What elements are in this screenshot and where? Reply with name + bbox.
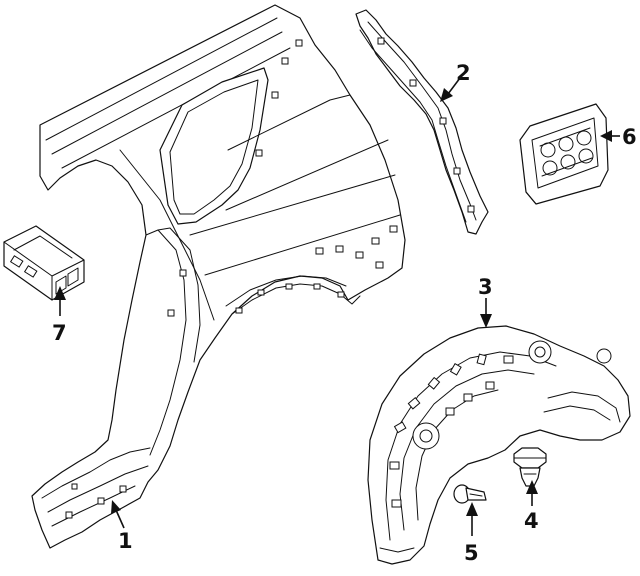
callout-1: 1	[111, 500, 133, 553]
callout-7: 7	[52, 286, 67, 345]
arrow-icon	[466, 502, 478, 516]
callout-label-5: 5	[464, 541, 479, 565]
callout-label-2: 2	[456, 61, 471, 85]
callout-2: 2	[440, 61, 471, 102]
arrow-icon	[600, 130, 612, 142]
callout-5: 5	[464, 502, 479, 565]
arrow-icon	[526, 480, 538, 494]
fuel-door-housing-icon	[519, 103, 609, 205]
retainer-clip-icon	[513, 447, 547, 487]
callout-label-3: 3	[478, 275, 493, 299]
control-module-icon	[3, 225, 85, 301]
callout-label-4: 4	[524, 509, 539, 533]
inner-reinforcement-bracket-icon	[355, 9, 489, 235]
arrow-icon	[480, 314, 492, 328]
wheelhouse-liner-icon	[367, 325, 631, 565]
callout-3: 3	[478, 275, 493, 328]
push-pin-fastener-icon	[453, 484, 487, 504]
quarter-panel-icon	[31, 4, 406, 549]
callout-4: 4	[524, 480, 539, 533]
callout-6: 6	[600, 125, 637, 149]
callout-label-6: 6	[622, 125, 637, 149]
callout-label-7: 7	[52, 321, 67, 345]
arrow-icon	[440, 88, 453, 102]
arrow-icon	[111, 500, 121, 514]
callout-label-1: 1	[118, 529, 133, 553]
arrow-icon	[54, 286, 66, 300]
